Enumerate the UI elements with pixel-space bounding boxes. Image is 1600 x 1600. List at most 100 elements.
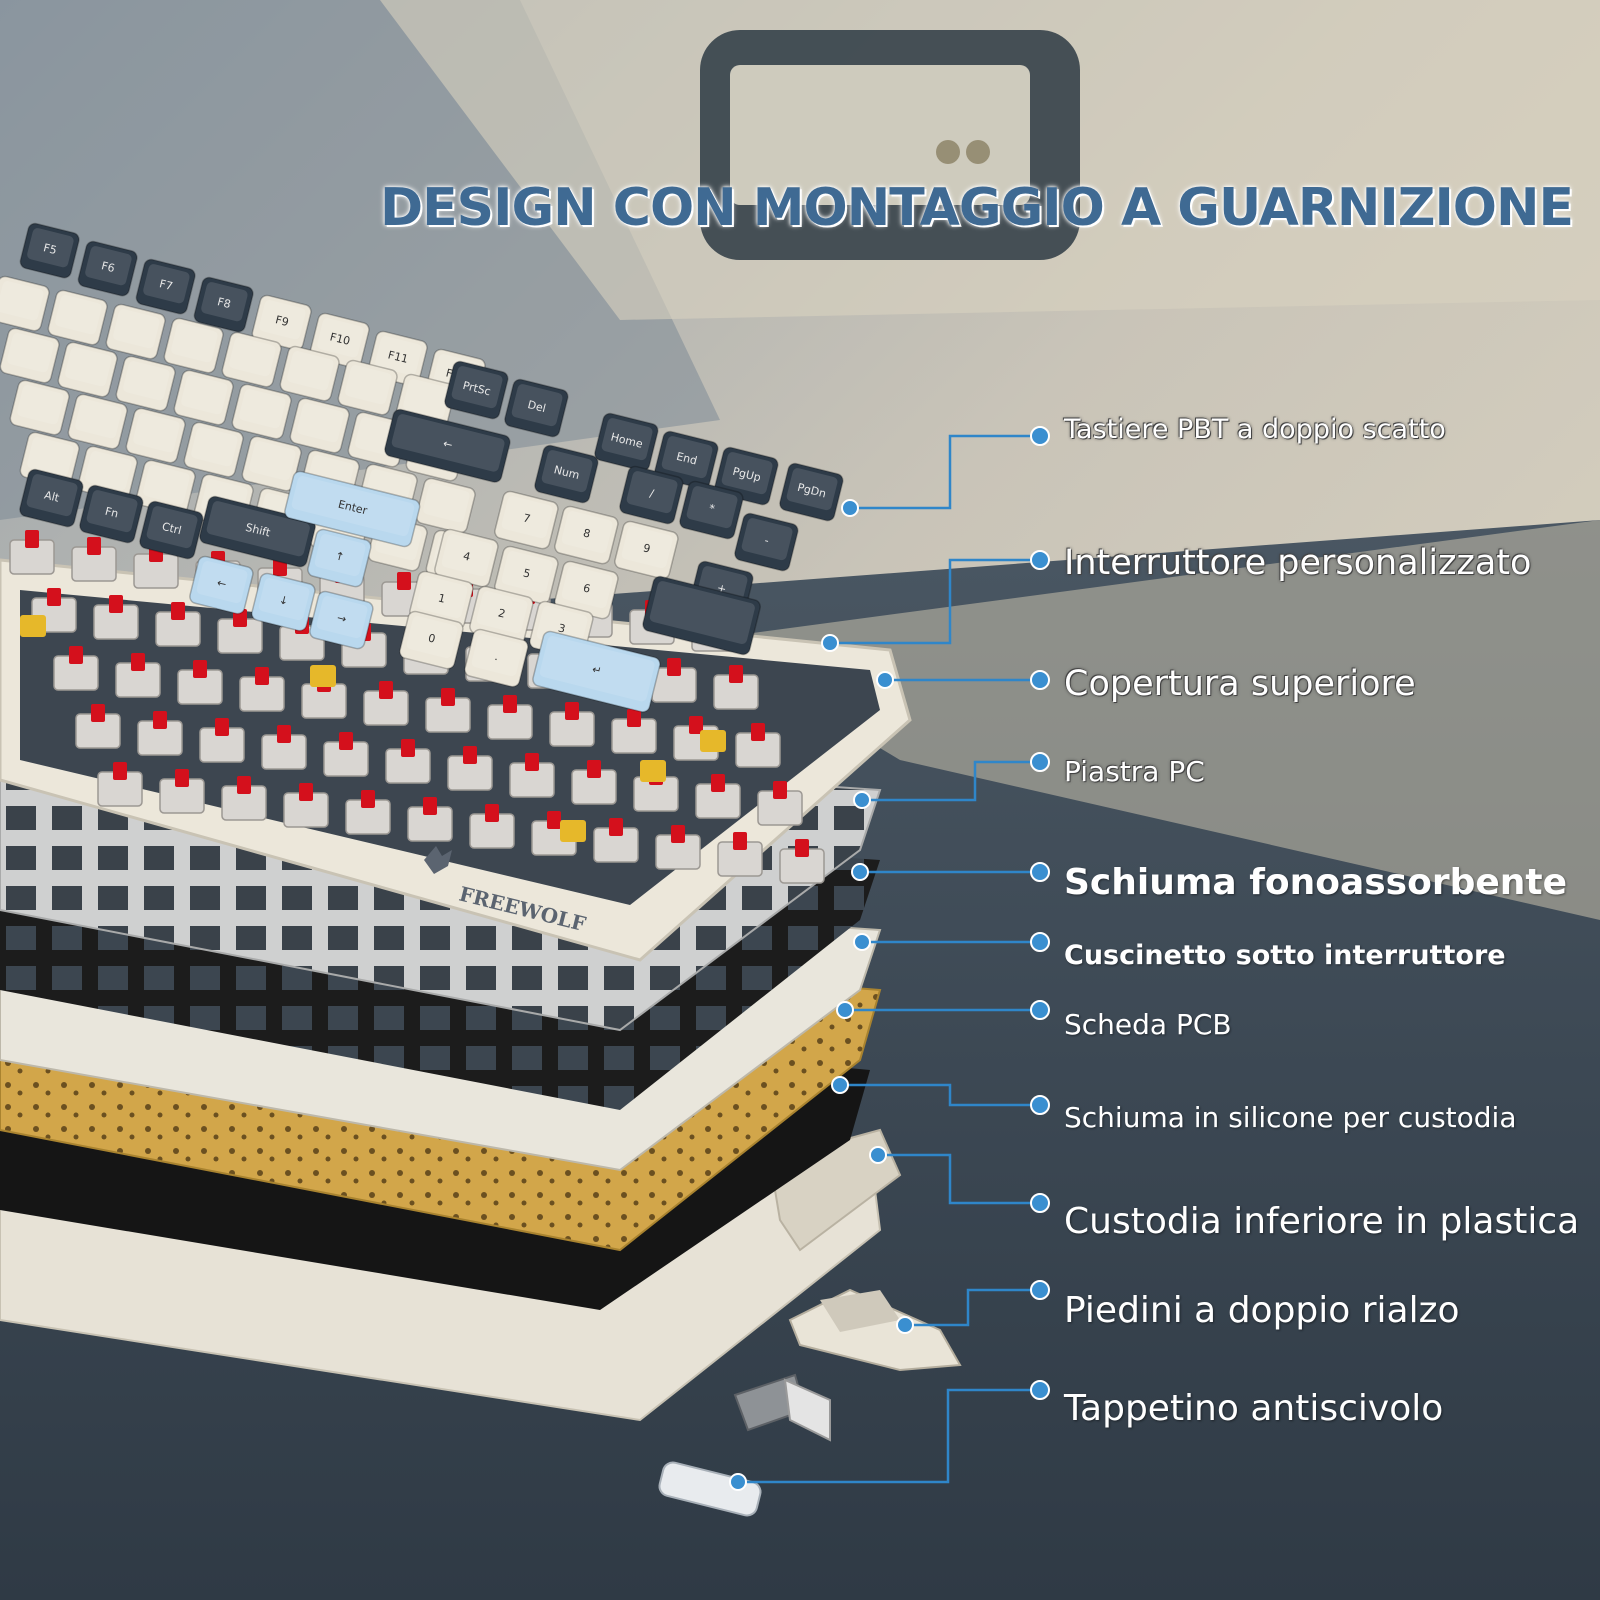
svg-text:↓: ↓ xyxy=(278,593,290,608)
svg-text:←: ← xyxy=(216,576,228,591)
switch xyxy=(757,781,803,826)
keycap xyxy=(57,341,118,398)
svg-text:0: 0 xyxy=(427,631,437,645)
callout-dot xyxy=(836,1001,854,1019)
label-top-cover: Copertura superiore xyxy=(1064,664,1416,704)
callout-dot xyxy=(821,634,839,652)
keycap: 6 xyxy=(554,560,619,620)
svg-text:Shift: Shift xyxy=(244,521,272,540)
callout-dot xyxy=(841,499,859,517)
callout-dot xyxy=(876,671,894,689)
switch xyxy=(571,760,617,805)
switch xyxy=(695,774,741,819)
keycap: * xyxy=(679,480,744,540)
keycap: ↓ xyxy=(251,572,316,632)
keycap xyxy=(221,331,282,388)
callout-dot xyxy=(869,1146,887,1164)
label-pbt-keycaps: Tastiere PBT a doppio scatto xyxy=(1064,414,1446,445)
label-pc-plate: Piastra PC xyxy=(1064,755,1205,788)
page-title: DESIGN CON MONTAGGIO A GUARNIZIONE xyxy=(380,178,1574,238)
stabilizer xyxy=(700,730,726,752)
keycap: 9 xyxy=(614,520,679,580)
svg-text:5: 5 xyxy=(522,566,532,580)
svg-text:Del: Del xyxy=(526,398,547,415)
svg-text:F6: F6 xyxy=(100,259,116,275)
keycap xyxy=(105,303,166,360)
keycap xyxy=(173,369,234,426)
keycap: - xyxy=(734,512,799,572)
switch xyxy=(407,797,453,842)
svg-text:Alt: Alt xyxy=(43,488,61,504)
keycap: ← xyxy=(384,408,511,483)
callout-dot xyxy=(729,1473,747,1491)
keycap: 5 xyxy=(494,545,559,605)
switch xyxy=(345,790,391,835)
keycap: 8 xyxy=(554,505,619,565)
switch xyxy=(447,746,493,791)
keycap: . xyxy=(464,628,529,688)
keycap xyxy=(337,359,398,416)
switch xyxy=(239,667,285,712)
svg-text:F11: F11 xyxy=(387,348,410,366)
keycap: PgDn xyxy=(779,462,844,522)
switch xyxy=(261,725,307,770)
switch xyxy=(509,753,555,798)
svg-text:←: ← xyxy=(442,437,454,452)
callout-dot xyxy=(1030,670,1050,690)
keycap: F8 xyxy=(193,276,254,333)
svg-text:F7: F7 xyxy=(158,277,174,293)
callout-dot xyxy=(1030,1000,1050,1020)
callout-dot xyxy=(1030,550,1050,570)
label-double-feet: Piedini a doppio rialzo xyxy=(1064,1290,1460,1331)
keycap xyxy=(0,275,50,332)
switch xyxy=(651,658,697,703)
svg-text:→: → xyxy=(336,611,348,626)
svg-text:F8: F8 xyxy=(216,295,232,311)
switch xyxy=(159,769,205,814)
callout-dots xyxy=(729,426,1050,1491)
switch xyxy=(717,832,763,877)
keycap xyxy=(231,383,292,440)
svg-text:Fn: Fn xyxy=(104,505,120,521)
switch xyxy=(611,709,657,754)
keycap xyxy=(135,459,196,516)
switch xyxy=(363,681,409,726)
keycap: F9 xyxy=(251,294,312,351)
callout-dot xyxy=(851,863,869,881)
callout-line xyxy=(738,1388,1040,1484)
stabilizer xyxy=(20,615,46,637)
keycap xyxy=(183,421,244,478)
keycap: Num xyxy=(534,444,599,504)
callout-dot xyxy=(831,1076,849,1094)
keycap xyxy=(163,317,224,374)
callout-dot xyxy=(853,933,871,951)
switch xyxy=(593,818,639,863)
switch xyxy=(735,723,781,768)
keycap xyxy=(125,407,186,464)
keycap xyxy=(47,289,108,346)
label-silicone-foam: Schiuma in silicone per custodia xyxy=(1064,1101,1517,1134)
svg-text:F10: F10 xyxy=(329,330,352,348)
switch xyxy=(779,839,825,884)
keycap xyxy=(415,477,476,534)
keycap xyxy=(642,575,761,656)
svg-text:6: 6 xyxy=(582,581,592,595)
label-bottom-case: Custodia inferiore in plastica xyxy=(1064,1201,1580,1242)
keycap: → xyxy=(309,590,374,650)
callout-dot xyxy=(1030,932,1050,952)
callout-line xyxy=(905,1288,1040,1327)
keycap: F7 xyxy=(135,258,196,315)
callout-line xyxy=(878,1153,1040,1205)
label-under-switch-pad: Cuscinetto sotto interruttore xyxy=(1064,940,1506,971)
svg-text:8: 8 xyxy=(582,526,592,540)
keycap: 0 xyxy=(399,610,464,670)
keycap: F11 xyxy=(367,330,428,387)
keyboard-foot-icon xyxy=(788,1288,962,1372)
switch xyxy=(53,646,99,691)
keycap: 2 xyxy=(469,585,534,645)
keycap xyxy=(0,327,60,384)
svg-text:.: . xyxy=(493,650,500,663)
keycap: Home xyxy=(594,412,659,472)
callout-dot xyxy=(896,1316,914,1334)
